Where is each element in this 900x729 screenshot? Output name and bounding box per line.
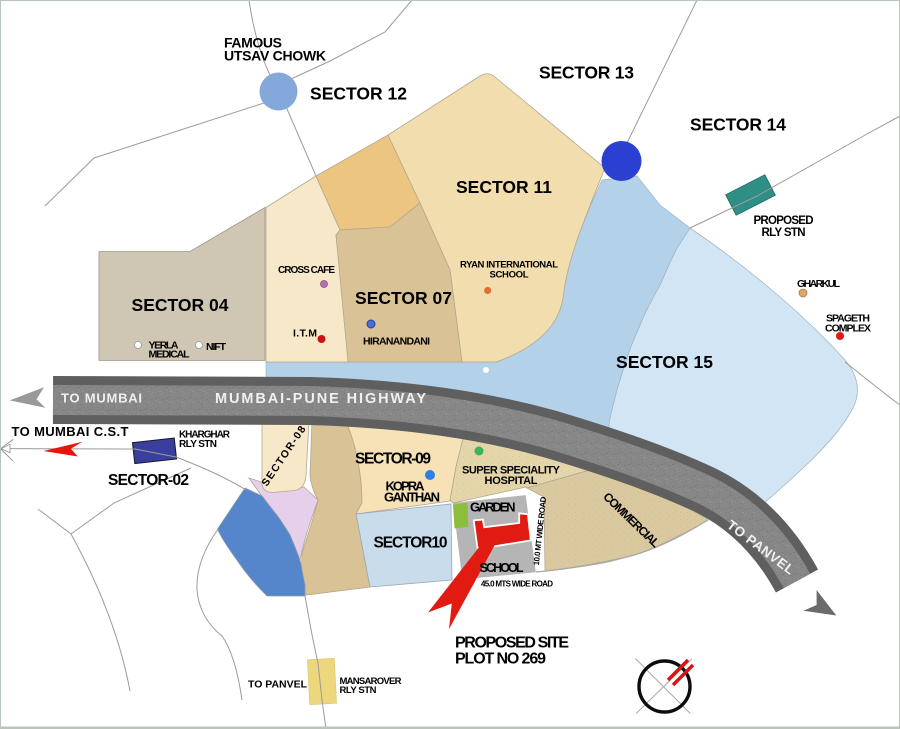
svg-text:I.T.M: I.T.M [293,328,317,340]
svg-text:KHARGHAR: KHARGHAR [179,430,231,441]
svg-text:FAMOUS: FAMOUS [224,35,282,51]
svg-text:KOPRA: KOPRA [386,479,426,494]
svg-text:GARDEN: GARDEN [470,500,516,515]
svg-text:RLY STN: RLY STN [340,685,377,696]
svg-text:SUPER SPECIALITY: SUPER SPECIALITY [462,465,561,477]
svg-text:SECTOR-02: SECTOR-02 [108,472,189,489]
svg-text:TO MUMBAI: TO MUMBAI [61,391,142,406]
svg-text:MUMBAI-PUNE HIGHWAY: MUMBAI-PUNE HIGHWAY [215,391,426,407]
svg-text:TO PANVEL: TO PANVEL [248,679,308,691]
svg-text:TO MUMBAI C.S.T: TO MUMBAI C.S.T [12,424,129,439]
svg-text:PLOT NO 269: PLOT NO 269 [455,651,546,668]
svg-text:SECTOR 11: SECTOR 11 [456,177,552,197]
svg-text:UTSAV CHOWK: UTSAV CHOWK [224,48,326,64]
svg-text:HOSPITAL: HOSPITAL [485,475,538,487]
svg-text:HIRANANDANI: HIRANANDANI [363,336,430,348]
svg-text:SPAGETH: SPAGETH [826,313,870,325]
svg-text:GANTHAN: GANTHAN [384,490,440,505]
svg-text:NIFT: NIFT [206,341,227,353]
svg-text:PROPOSED: PROPOSED [754,215,814,227]
svg-text:YERLA: YERLA [149,340,179,352]
svg-text:SECTOR 13: SECTOR 13 [539,63,634,83]
svg-text:SECTOR 12: SECTOR 12 [310,84,407,104]
svg-text:PROPOSED SITE: PROPOSED SITE [455,635,569,652]
svg-text:MEDICAL: MEDICAL [149,349,191,361]
svg-text:SECTOR 14: SECTOR 14 [690,115,786,135]
svg-text:RLY STN: RLY STN [762,227,806,239]
svg-text:RYAN INTERNATIONAL: RYAN INTERNATIONAL [460,260,558,271]
svg-text:SECTOR 07: SECTOR 07 [355,288,452,308]
svg-text:45.0 MTS WIDE ROAD: 45.0 MTS WIDE ROAD [481,580,553,589]
svg-text:SECTOR-09: SECTOR-09 [355,451,431,468]
svg-text:SCHOOL: SCHOOL [480,561,524,575]
svg-text:SCHOOL: SCHOOL [490,270,529,281]
svg-text:SECTOR 04: SECTOR 04 [132,295,229,315]
svg-text:GHARKUL: GHARKUL [797,278,841,290]
svg-text:SECTOR10: SECTOR10 [374,535,448,552]
svg-text:MANSAROVER: MANSAROVER [340,676,402,687]
svg-text:RLY STN: RLY STN [179,439,217,450]
svg-text:COMPLEX: COMPLEX [825,323,871,335]
svg-text:SECTOR 15: SECTOR 15 [616,352,713,372]
svg-text:CROSS CAFE: CROSS CAFE [278,265,335,276]
